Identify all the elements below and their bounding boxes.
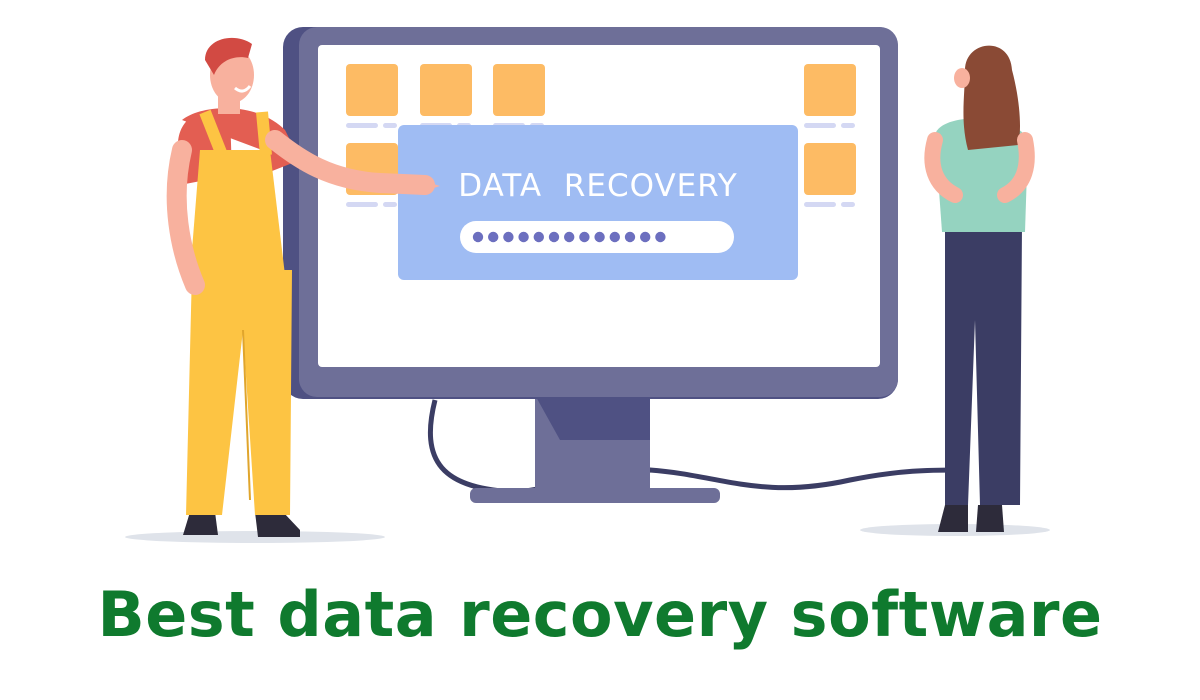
progress-dot: [594, 231, 605, 243]
dialog-title: DATA RECOVERY: [458, 168, 737, 204]
progress-dot: [655, 231, 666, 243]
headline: Best data recovery software: [97, 578, 1103, 651]
recovery-dialog: DATA RECOVERY: [398, 125, 798, 280]
progress-dot: [624, 231, 636, 243]
folder-icon: [346, 64, 398, 128]
progress-dot: [548, 231, 560, 243]
progress-dot: [609, 231, 620, 243]
progress-dot: [488, 231, 499, 243]
folder-grid: [346, 64, 856, 207]
man-figure: [166, 37, 440, 537]
illustration-scene: DATA RECOVERY: [125, 27, 1050, 543]
progress-dot: [579, 231, 590, 243]
monitor-stand: [470, 395, 720, 503]
man-ground-shadow: [125, 531, 385, 543]
cable: [427, 399, 961, 495]
progress-dots: [472, 231, 666, 243]
progress-dot: [533, 231, 544, 243]
folder-icon: [804, 143, 856, 207]
progress-dot: [472, 231, 484, 243]
progress-dot: [564, 231, 575, 243]
woman-figure: [924, 45, 1035, 532]
folder-icon: [804, 64, 856, 128]
progress-dot: [640, 231, 651, 243]
progress-dot: [518, 231, 529, 243]
progress-dot: [503, 231, 514, 243]
